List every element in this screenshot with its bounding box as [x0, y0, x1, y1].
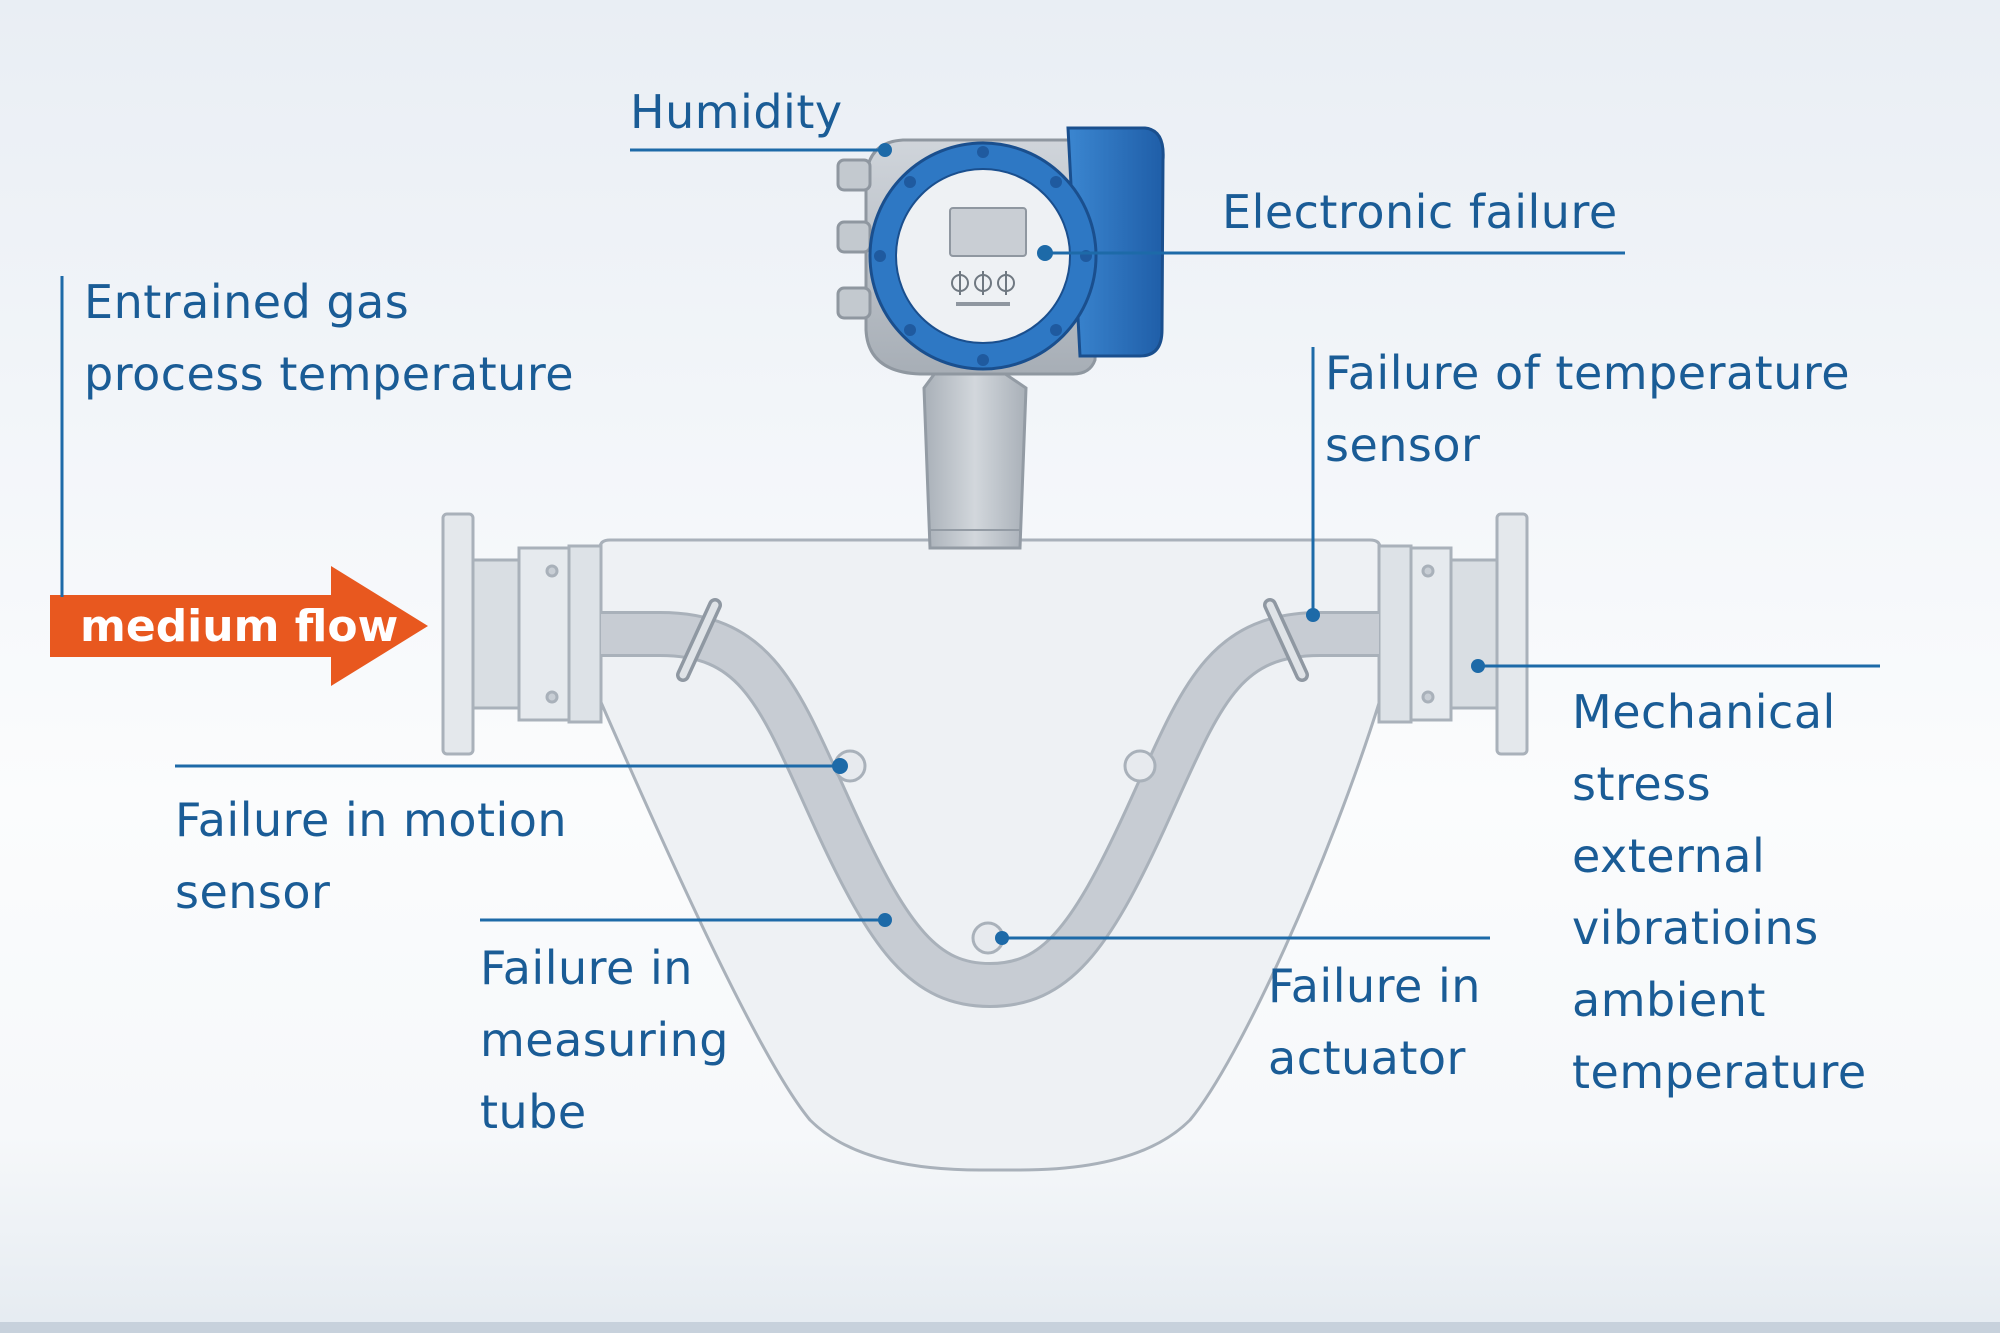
label-mechanical-stress: Mechanical stress external vibratioins a… — [1572, 676, 1867, 1108]
label-entrained-gas: Entrained gas process temperature — [84, 266, 574, 410]
right-flange — [1377, 512, 1529, 756]
medium-flow-label: medium flow — [80, 601, 399, 652]
leader-endpoints — [832, 143, 1485, 945]
label-actuator-failure-line-1: Failure in — [1268, 959, 1481, 1013]
label-measuring-tube-failure: Failure in measuring tube — [480, 932, 729, 1148]
label-actuator-failure-line-2: actuator — [1268, 1031, 1466, 1085]
label-mechanical-stress-line-2: stress — [1572, 757, 1712, 811]
measuring-tube — [601, 611, 1379, 1009]
label-measuring-tube-failure-line-1: Failure in — [480, 941, 693, 995]
label-mechanical-stress-line-5: ambient — [1572, 973, 1766, 1027]
label-motion-sensor-failure-line-2: sensor — [175, 865, 331, 919]
label-temperature-sensor-failure: Failure of temperature sensor — [1325, 337, 1850, 481]
label-motion-sensor-failure: Failure in motion sensor — [175, 784, 567, 928]
lcd-display — [949, 207, 1027, 257]
medium-flow-arrow — [50, 566, 428, 686]
label-temperature-sensor-failure-line-1: Failure of temperature — [1325, 346, 1851, 400]
label-electronic-failure: Electronic failure — [1222, 185, 1618, 239]
label-actuator-failure: Failure in actuator — [1268, 950, 1481, 1094]
label-entrained-gas-line-1: Entrained gas — [84, 275, 410, 329]
label-entrained-gas-line-2: process temperature — [84, 347, 575, 401]
label-temperature-sensor-failure-line-2: sensor — [1325, 418, 1481, 472]
transmitter-head — [836, 126, 1165, 376]
label-measuring-tube-failure-line-3: tube — [480, 1085, 587, 1139]
bottom-band — [0, 1322, 2000, 1333]
label-mechanical-stress-line-4: vibratioins — [1572, 901, 1819, 955]
label-motion-sensor-failure-line-1: Failure in motion — [175, 793, 568, 847]
cable-glands — [836, 158, 872, 320]
label-measuring-tube-failure-line-2: measuring — [480, 1013, 729, 1067]
label-mechanical-stress-line-1: Mechanical — [1572, 685, 1836, 739]
label-humidity: Humidity — [630, 85, 843, 139]
tube-clamps — [676, 598, 1309, 682]
keypad — [951, 271, 1015, 295]
leader-lines — [60, 148, 1880, 940]
label-mechanical-stress-line-3: external — [1572, 829, 1766, 883]
label-mechanical-stress-line-6: temperature — [1572, 1045, 1867, 1099]
left-flange — [441, 512, 603, 756]
